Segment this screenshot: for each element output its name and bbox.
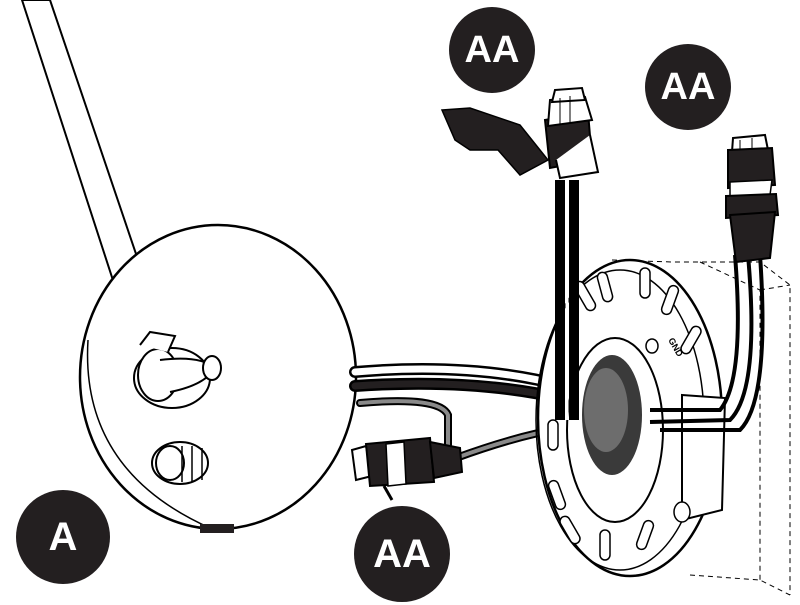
rod-knuckle (133, 330, 222, 409)
canopy (78, 223, 358, 533)
wire-connector-top (440, 86, 600, 180)
callout-a: A (16, 490, 110, 584)
canopy-knob (151, 441, 209, 485)
callout-aa-right: AA (645, 44, 731, 130)
callout-aa-bottom: AA (354, 506, 450, 602)
callout-aa-top: AA (449, 7, 535, 93)
mounting-plate: GND (535, 180, 765, 578)
wire-connector-bottom (350, 436, 464, 501)
wire-connector-right (725, 133, 780, 264)
